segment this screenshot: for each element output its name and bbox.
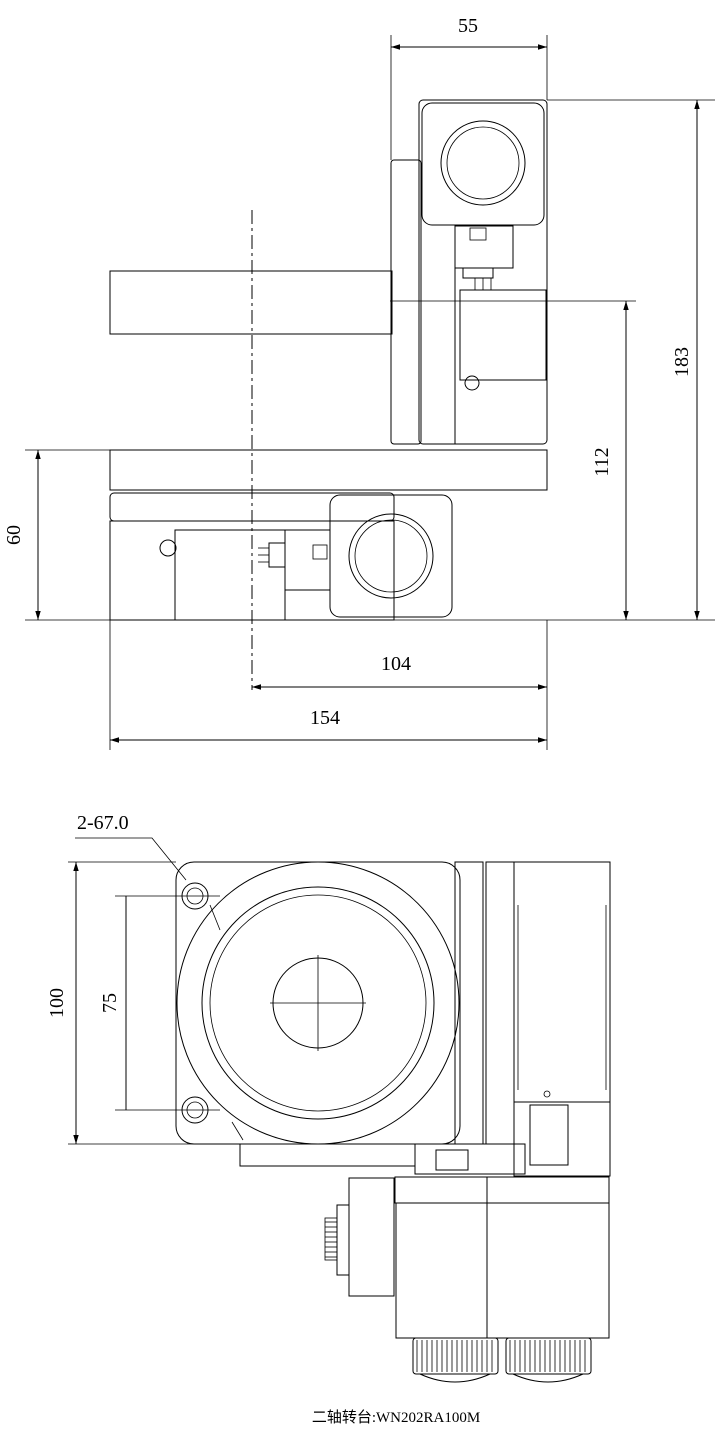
mounting-holes: [181, 882, 209, 1124]
front-extension-lines: [68, 837, 240, 1145]
caption: 二轴转台:WN202RA100M: [312, 1409, 480, 1426]
front-dimension-lines: [73, 862, 127, 1144]
dim-154: 154: [310, 707, 340, 729]
base-plates: [109, 449, 548, 621]
knurled-knobs: [325, 1221, 592, 1383]
dim-100: 100: [46, 988, 68, 1018]
side-extension-lines: [25, 35, 715, 750]
rotary-table-body: [175, 861, 461, 1145]
lower-motor-block: [159, 494, 453, 621]
side-dimension-lines: [35, 44, 700, 743]
horizontal-arm: [109, 270, 393, 335]
dim-112: 112: [591, 447, 613, 476]
side-view: 55 183 112 60 104 154: [3, 15, 715, 750]
upper-vertical-plate: [390, 99, 548, 445]
upper-motor-block: [421, 102, 547, 391]
dim-183: 183: [671, 347, 693, 377]
side-plates: [454, 861, 611, 1177]
dim-60: 60: [3, 525, 25, 545]
hole-callout: 2-67.0: [77, 812, 129, 834]
dim-55: 55: [458, 15, 478, 37]
dim-75: 75: [99, 993, 121, 1013]
lower-assembly: [239, 1143, 610, 1339]
dim-104: 104: [381, 653, 411, 675]
front-view: 2-67.0 100 75: [46, 812, 611, 1383]
